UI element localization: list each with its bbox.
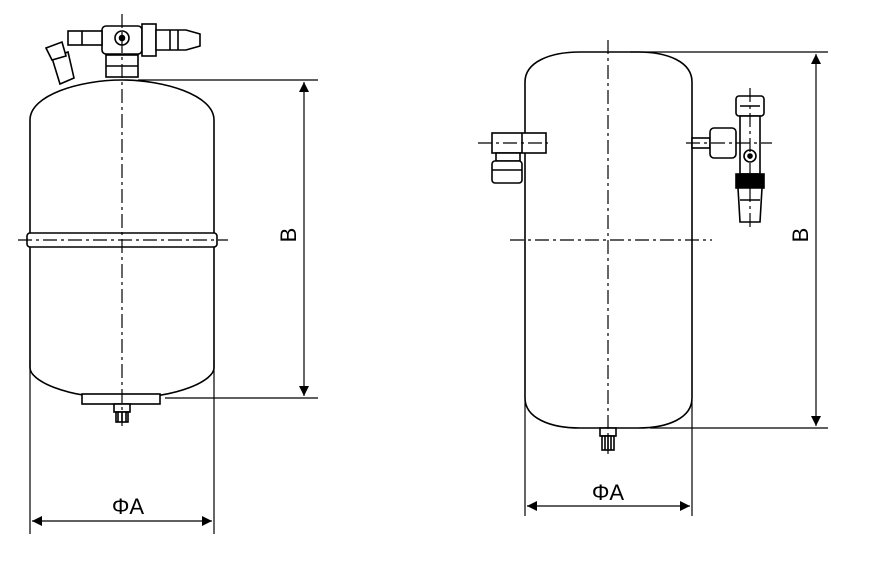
left-dimension-b: [138, 79, 318, 399]
right-center-lines: [478, 40, 772, 456]
left-dimension-a-label: ΦA: [112, 494, 145, 519]
right-tank-shell: [524, 51, 693, 429]
left-valve-nut: [141, 23, 157, 57]
right-receiver: [491, 51, 765, 451]
left-dimension-b-label: B: [276, 228, 301, 243]
right-dimension-b: [630, 51, 828, 429]
right-dimension-a-label: ΦA: [592, 480, 625, 505]
left-center-lines: [18, 14, 228, 426]
left-dimension-a: [29, 360, 215, 534]
right-outlet-valve: [691, 95, 765, 223]
right-side-inlet-fitting: [491, 132, 547, 184]
right-dimension-b-label: B: [788, 228, 813, 243]
right-dimension-a: [524, 400, 693, 516]
left-bottom-plate: [81, 393, 161, 405]
